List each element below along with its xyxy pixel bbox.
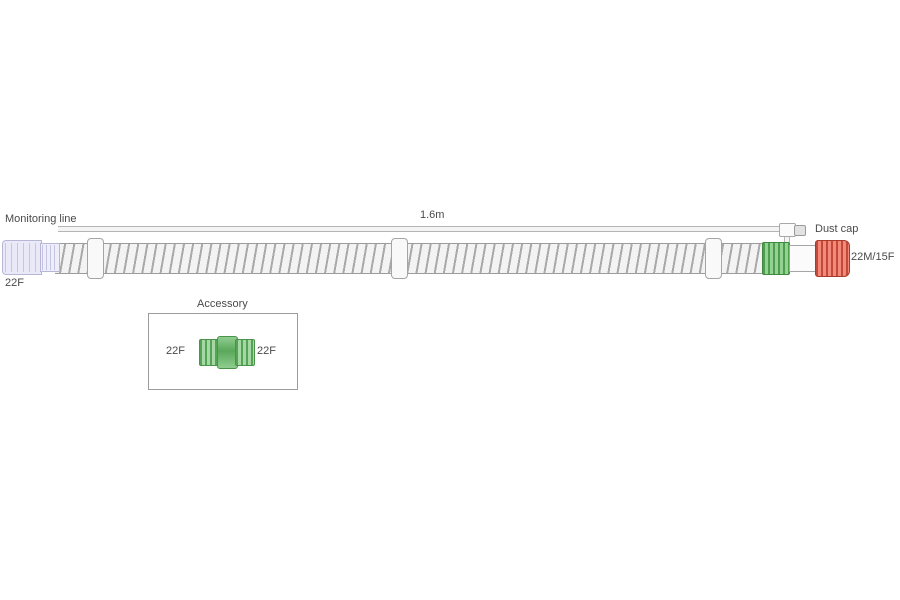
left-connector-22f <box>2 240 42 275</box>
monitoring-line-label: Monitoring line <box>5 213 77 225</box>
accessory-left-label: 22F <box>166 345 185 357</box>
dust-cap <box>794 225 806 236</box>
accessory-connector-left-rib <box>199 339 219 366</box>
green-ribbed-connector <box>762 242 790 275</box>
left-connector-label: 22F <box>5 277 24 289</box>
left-connector-22f-tip <box>40 243 60 272</box>
accessory-connector-right-rib <box>235 339 255 366</box>
tube-clip <box>87 238 104 279</box>
right-connector-label: 22M/15F <box>851 251 895 263</box>
tube-length-label: 1.6m <box>420 209 445 221</box>
accessory-right-label: 22F <box>257 345 276 357</box>
corrugated-tube <box>55 243 763 274</box>
tube-clip <box>391 238 408 279</box>
monitoring-line <box>58 226 788 232</box>
dust-cap-label: Dust cap <box>815 223 859 235</box>
red-connector-22m15f <box>815 240 850 277</box>
tube-clip <box>705 238 722 279</box>
connector-body <box>789 245 816 272</box>
accessory-title: Accessory <box>197 298 248 310</box>
